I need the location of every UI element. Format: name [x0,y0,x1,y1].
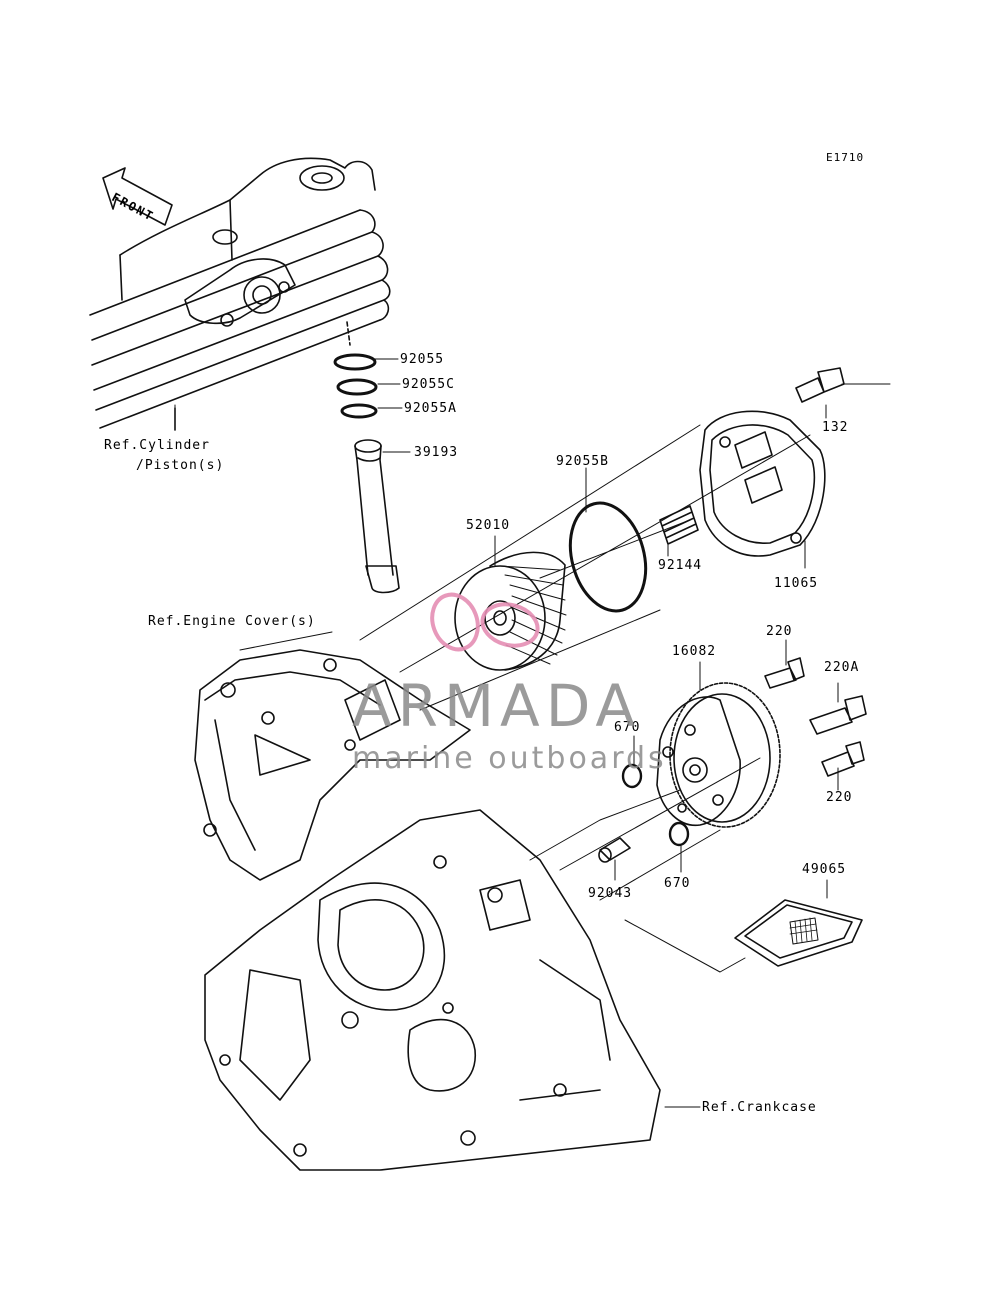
cylinder-illustration [89,157,391,431]
part-label-92144[interactable]: 92144 [658,558,703,573]
o-ring-92055b-illustration [568,501,648,613]
part-label-670-top[interactable]: 670 [614,720,641,735]
ref-cylinder-label: Ref.Cylinder [104,438,210,453]
watermark-tagline: marine outboards [352,741,667,776]
strainer-illustration [734,899,863,967]
leader-lines [174,358,891,1108]
part-label-92043[interactable]: 92043 [588,886,633,901]
part-label-92055b[interactable]: 92055B [556,454,609,469]
watermark-logo-icon [430,592,540,652]
part-label-220a[interactable]: 220A [824,660,860,675]
ref-crankcase-label: Ref.Crankcase [702,1100,817,1115]
spring-illustration [659,505,699,545]
part-label-11065[interactable]: 11065 [774,576,819,591]
watermark-brand: ARMADA [352,672,642,740]
oil-pump-illustration [656,682,781,828]
bolt-132-illustration [795,367,845,403]
oil-pipe-illustration [354,439,400,594]
part-label-92055a[interactable]: 92055A [404,401,457,416]
part-label-220-bottom[interactable]: 220 [826,790,853,805]
small-seals-illustration [598,763,690,863]
front-arrow-icon [102,167,173,226]
part-label-220-top[interactable]: 220 [766,624,793,639]
part-label-92055[interactable]: 92055 [400,352,445,367]
ref-piston-label: /Piston(s) [136,458,225,473]
part-label-52010[interactable]: 52010 [466,518,511,533]
gaskets-illustration [333,321,378,419]
part-label-92055c[interactable]: 92055C [402,377,455,392]
part-label-132[interactable]: 132 [822,420,849,435]
diagram-code: E1710 [826,151,865,164]
oil-filter-illustration [454,551,567,671]
part-label-49065[interactable]: 49065 [802,862,847,877]
part-label-16082[interactable]: 16082 [672,644,717,659]
engine-cover-illustration [194,649,471,881]
pump-bolts-illustration [764,657,867,777]
part-label-39193[interactable]: 39193 [414,445,459,460]
part-label-670-bottom[interactable]: 670 [664,876,691,891]
filter-cover-illustration [699,410,826,557]
ref-engine-cover-label: Ref.Engine Cover(s) [148,614,316,629]
crankcase-illustration [204,809,661,1171]
